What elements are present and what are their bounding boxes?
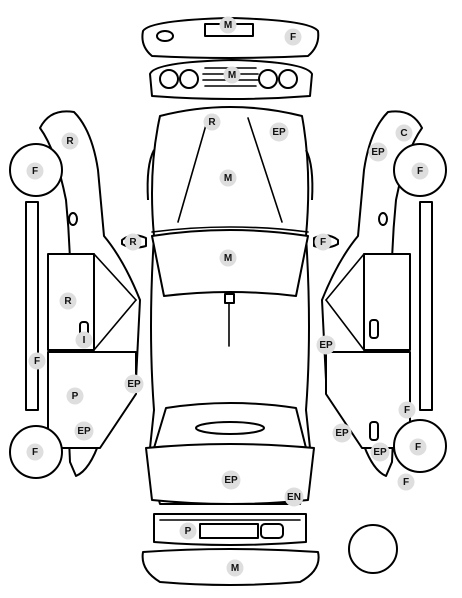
damage-marker-m[interactable]: M: [226, 559, 244, 577]
damage-marker-ep[interactable]: EP: [221, 470, 241, 490]
damage-marker-label: F: [290, 32, 296, 43]
damage-marker-label: R: [208, 117, 216, 128]
damage-marker-m[interactable]: M: [219, 249, 237, 267]
damage-marker-m[interactable]: M: [219, 169, 237, 187]
spare-wheel[interactable]: [348, 524, 398, 574]
damage-marker-label: M: [231, 563, 239, 574]
damage-marker-p[interactable]: P: [179, 522, 197, 540]
damage-marker-f[interactable]: F: [397, 473, 415, 491]
damage-marker-i[interactable]: I: [75, 331, 93, 349]
damage-marker-m[interactable]: M: [219, 16, 237, 34]
damage-marker-r[interactable]: R: [61, 132, 79, 150]
right-side-body[interactable]: [321, 110, 433, 477]
damage-marker-r[interactable]: R: [124, 233, 142, 251]
damage-marker-label: F: [415, 442, 421, 453]
damage-marker-f[interactable]: F: [398, 401, 416, 419]
damage-marker-label: EP: [127, 379, 141, 390]
hood[interactable]: [151, 117, 309, 233]
left-side-body[interactable]: [25, 110, 141, 477]
damage-marker-ep[interactable]: EP: [368, 142, 388, 162]
damage-marker-label: P: [185, 526, 192, 537]
damage-marker-label: R: [129, 237, 137, 248]
damage-marker-label: P: [72, 391, 79, 402]
damage-marker-label: EP: [373, 447, 387, 458]
damage-marker-f[interactable]: F: [26, 162, 44, 180]
damage-marker-label: M: [224, 173, 232, 184]
damage-marker-f[interactable]: F: [28, 352, 46, 370]
damage-marker-label: EP: [335, 428, 349, 439]
damage-marker-f[interactable]: F: [411, 162, 429, 180]
damage-marker-f[interactable]: F: [284, 28, 302, 46]
damage-marker-label: EN: [287, 492, 301, 503]
damage-marker-f[interactable]: F: [409, 438, 427, 456]
damage-marker-ep[interactable]: EP: [269, 122, 289, 142]
damage-marker-label: M: [228, 70, 236, 81]
damage-marker-label: F: [404, 405, 410, 416]
damage-marker-ep[interactable]: EP: [332, 423, 352, 443]
damage-marker-p[interactable]: P: [66, 387, 84, 405]
damage-marker-label: R: [64, 296, 72, 307]
damage-marker-label: R: [66, 136, 74, 147]
damage-marker-c[interactable]: C: [395, 124, 413, 142]
damage-marker-label: M: [224, 253, 232, 264]
damage-marker-en[interactable]: EN: [284, 487, 304, 507]
damage-marker-label: F: [32, 447, 38, 458]
damage-marker-label: F: [417, 166, 423, 177]
damage-marker-label: C: [400, 128, 407, 139]
damage-marker-label: EP: [371, 147, 385, 158]
damage-marker-label: F: [32, 166, 38, 177]
damage-marker-ep[interactable]: EP: [74, 421, 94, 441]
damage-marker-ep[interactable]: EP: [316, 335, 336, 355]
damage-marker-r[interactable]: R: [203, 113, 221, 131]
damage-marker-label: F: [320, 237, 326, 248]
damage-marker-label: M: [224, 20, 232, 31]
damage-marker-label: I: [83, 335, 86, 346]
damage-marker-ep[interactable]: EP: [370, 442, 390, 462]
rear-bumper[interactable]: [153, 513, 307, 546]
damage-marker-ep[interactable]: EP: [124, 374, 144, 394]
rear-window[interactable]: [153, 402, 307, 449]
damage-marker-m[interactable]: M: [223, 66, 241, 84]
damage-marker-f[interactable]: F: [314, 233, 332, 251]
damage-marker-label: EP: [224, 475, 238, 486]
damage-marker-f[interactable]: F: [26, 443, 44, 461]
damage-marker-label: EP: [319, 340, 333, 351]
roof[interactable]: [224, 293, 235, 347]
damage-marker-label: F: [403, 477, 409, 488]
damage-marker-r[interactable]: R: [59, 292, 77, 310]
damage-markers: M F M R EP M R F M R F R I F P EP EP F C EP F EP F EP EP F F EP EN P M: [26, 16, 429, 577]
damage-marker-label: EP: [77, 426, 91, 437]
front-bumper[interactable]: [141, 17, 320, 59]
damage-marker-label: EP: [272, 127, 286, 138]
damage-marker-label: F: [34, 356, 40, 367]
